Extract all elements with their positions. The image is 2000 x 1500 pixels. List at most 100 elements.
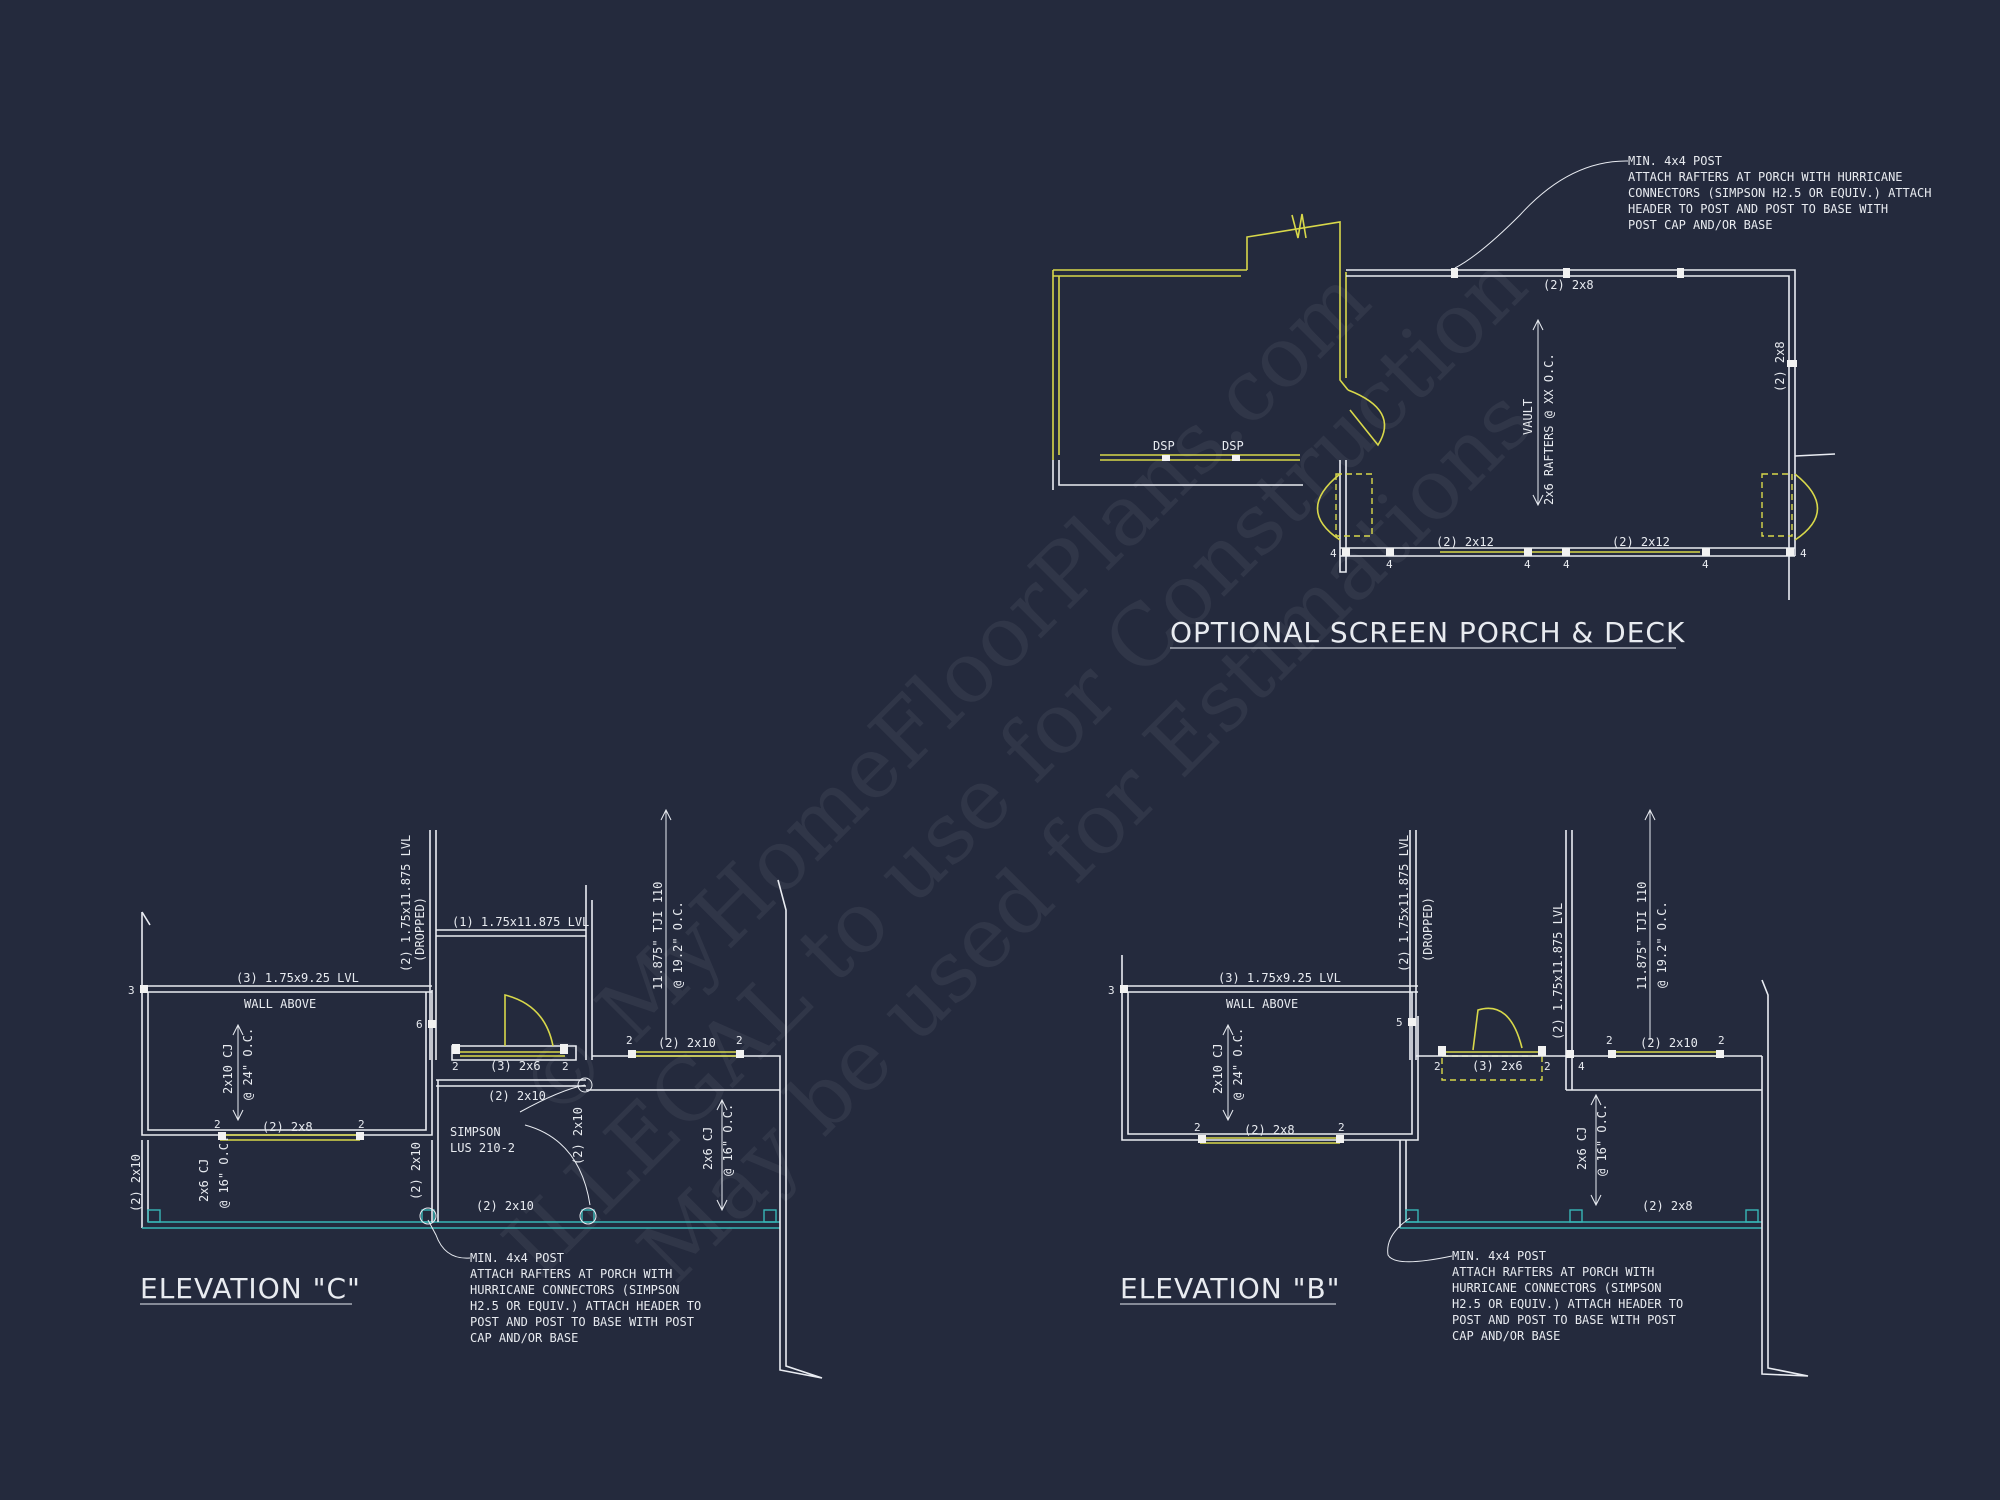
porch-post-count: 4: [1702, 558, 1709, 571]
elev-c-post-count-3: 3: [128, 984, 135, 997]
elevation-b-plan: 3 5 4 2 2 2 2 2 2 (3) 1.75x9.25 LVL WALL…: [1108, 808, 1809, 1377]
elev-c-post: [560, 1044, 568, 1054]
elev-c-2x10-top: (2) 2x10: [658, 1036, 716, 1050]
elev-b-door-swing: [1472, 1007, 1523, 1051]
elev-b-title: ELEVATION "B": [1120, 1272, 1341, 1305]
elev-b-post-count-5: 5: [1396, 1016, 1403, 1029]
elev-c-lvl-beam: [142, 985, 432, 993]
porch-plan: MIN. 4x4 POST ATTACH RAFTERS AT PORCH WI…: [1052, 154, 1931, 649]
elev-c-lvl-dropped-b: (DROPPED): [413, 897, 427, 962]
deck-post: [1787, 360, 1797, 367]
elev-b-cj-2x10-spacing: @ 24" O.C.: [1231, 1028, 1245, 1100]
elev-c-note-line-6: CAP AND/OR BASE: [470, 1331, 578, 1345]
porch-note-line-1: MIN. 4x4 POST: [1628, 154, 1722, 168]
elev-b-2x10-label: (2) 2x10: [1640, 1036, 1698, 1050]
porch-note-line-2: ATTACH RAFTERS AT PORCH WITH HURRICANE: [1628, 170, 1903, 184]
elev-b-right-block: [1416, 1055, 1762, 1091]
porch-post-count: 4: [1524, 558, 1531, 571]
elev-c-3x6-zone: [451, 1045, 577, 1061]
elev-b-wall-above-label: WALL ABOVE: [1226, 997, 1298, 1011]
watermark-line-2: ILLEGAL to use for Construction: [485, 235, 1546, 1296]
elev-b-2x8-label-b: (2) 2x8: [1642, 1199, 1693, 1213]
elev-b-post: [1566, 1050, 1574, 1058]
elev-c-tji-arrow: [660, 808, 672, 1040]
elevation-c-plan: 3 6 2 2 2 2 2 2 (3) 1.75x9.25 LVL WALL A…: [128, 808, 823, 1379]
porch-right-header-label: (2) 2x8: [1773, 341, 1787, 392]
elev-c-note-line-1: MIN. 4x4 POST: [470, 1251, 564, 1265]
elev-c-post: [421, 1209, 435, 1223]
elev-c-note-line-3: HURRICANE CONNECTORS (SIMPSON: [470, 1283, 680, 1297]
elev-c-door-swing: [504, 993, 554, 1047]
deck-post: [1386, 548, 1394, 556]
elev-c-simpson-a: SIMPSON: [450, 1125, 501, 1139]
elev-b-post: [1198, 1135, 1206, 1143]
elev-b-post-count-2: 2: [1718, 1034, 1725, 1047]
elev-b-2x8-header: [1200, 1137, 1340, 1144]
elev-b-lvl-dropped-b: (DROPPED): [1421, 897, 1435, 962]
porch-post-count: 4: [1330, 547, 1337, 560]
porch-note-line-4: HEADER TO POST AND POST TO BASE WITH: [1628, 202, 1888, 216]
elev-b-post: [1336, 1135, 1344, 1143]
elev-b-cj-2x6-spacing: @ 16" O.C.: [1595, 1104, 1609, 1176]
elev-c-left-stub: [141, 911, 151, 926]
porch-wall-left: [1052, 270, 1060, 460]
elev-c-cj-2x6-left-spacing: @ 16" O.C.: [217, 1136, 231, 1208]
elev-b-post: [1569, 1209, 1583, 1223]
elev-b-3x6-label: (3) 2x6: [1472, 1059, 1523, 1073]
elev-b-post: [1408, 1018, 1416, 1026]
elev-c-cj-2x6-left: 2x6 CJ: [197, 1159, 211, 1202]
deck-post: [1562, 548, 1570, 556]
elev-c-post: [147, 1209, 161, 1223]
elev-c-2x10-bottom: (2) 2x10: [476, 1199, 534, 1213]
elev-c-cj-2x10: 2x10 CJ: [221, 1043, 235, 1094]
elev-c-post-count-6: 6: [416, 1018, 423, 1031]
elev-b-post-count-3: 3: [1108, 984, 1115, 997]
elev-c-post: [218, 1132, 226, 1140]
porch-dsp-label-1: DSP: [1153, 439, 1175, 453]
porch-post: [1162, 455, 1170, 461]
elev-c-post: [452, 1044, 460, 1054]
elev-c-note-line-5: POST AND POST TO BASE WITH POST: [470, 1315, 694, 1329]
elev-c-post-ring: [579, 1207, 597, 1225]
elev-b-post: [1608, 1050, 1616, 1058]
elev-c-cj-2x6-right-spacing: @ 16" O.C.: [721, 1104, 735, 1176]
elev-b-left-room: [1121, 955, 1419, 1141]
deck-door-right-swing: [1794, 473, 1819, 541]
porch-wall-top-left: [1053, 269, 1247, 277]
porch-bump-break: [1291, 213, 1307, 239]
elev-c-2x10-mid: (2) 2x10: [488, 1089, 546, 1103]
elev-b-lvl-2-label: (2) 1.75x11.875 LVL: [1551, 903, 1565, 1040]
elev-c-tall-wall: [777, 879, 823, 1379]
elev-c-post-ring: [419, 1207, 437, 1225]
elev-b-tji-spacing: @ 19.2" O.C.: [1655, 901, 1669, 988]
porch-bump-out: [1246, 221, 1341, 272]
deck-right-wall: [1788, 450, 1796, 600]
elev-b-tall-wall: [1761, 979, 1809, 1377]
porch-note-line-5: POST CAP AND/OR BASE: [1628, 218, 1773, 232]
deck-post: [1677, 268, 1684, 278]
elev-b-2x8-label-a: (2) 2x8: [1244, 1123, 1295, 1137]
elev-c-porch-front: [142, 1221, 780, 1229]
elev-c-post-ring: [577, 1077, 593, 1093]
deck-post: [1563, 268, 1570, 278]
elev-c-2x10-vert-a: (2) 2x10: [571, 1107, 585, 1165]
elev-b-cj-arrow: [1222, 1023, 1234, 1122]
elev-b-cj-2x10: 2x10 CJ: [1211, 1043, 1225, 1094]
elev-b-post: [1405, 1209, 1419, 1223]
elev-c-post: [140, 985, 148, 993]
elev-b-note-line-2: ATTACH RAFTERS AT PORCH WITH: [1452, 1265, 1654, 1279]
deck-post: [1702, 548, 1710, 556]
elev-c-3x6-header: [460, 1051, 565, 1057]
elev-b-post: [1745, 1209, 1759, 1223]
elev-c-2x10-vert-b: (2) 2x10: [409, 1142, 423, 1200]
porch-post-count: 4: [1800, 547, 1807, 560]
deck-post: [1524, 548, 1532, 556]
deck-post: [1342, 548, 1350, 556]
elev-c-3x6-label: (3) 2x6: [490, 1059, 541, 1073]
elev-b-post-count-2: 2: [1434, 1060, 1441, 1073]
deck-left-wall: [1339, 460, 1347, 573]
elev-b-porch-wall: [1399, 1140, 1407, 1228]
elev-c-lvl-3-label: (3) 1.75x9.25 LVL: [236, 971, 359, 985]
elev-b-post: [1438, 1046, 1446, 1056]
elev-c-post: [356, 1132, 364, 1140]
